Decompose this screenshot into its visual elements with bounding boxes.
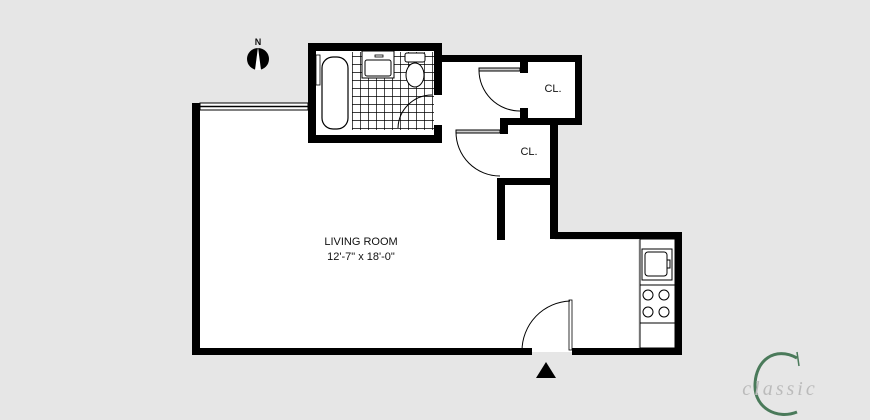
bathtub <box>315 51 352 135</box>
living-room-label: LIVING ROOM <box>324 236 397 248</box>
entry-triangle-icon <box>536 362 556 378</box>
walls <box>192 43 682 355</box>
toilet <box>404 52 426 88</box>
entry-door <box>521 299 573 352</box>
window <box>199 102 309 111</box>
bathroom-sink <box>361 50 395 79</box>
closet-lower-label: CL. <box>520 146 537 158</box>
classic-logo: classic <box>742 351 817 416</box>
compass-label: N <box>255 37 262 47</box>
logo-c-initial-icon <box>753 352 798 416</box>
living-room-dimensions: 12'-7" x 18'-0" <box>327 251 395 263</box>
closet-upper-label: CL. <box>544 83 561 95</box>
kitchen-counter <box>639 238 676 349</box>
north-compass-icon <box>247 47 269 70</box>
logo-text: classic <box>742 378 817 400</box>
bathroom-door-swing <box>397 94 433 129</box>
closet-doors <box>455 67 521 177</box>
